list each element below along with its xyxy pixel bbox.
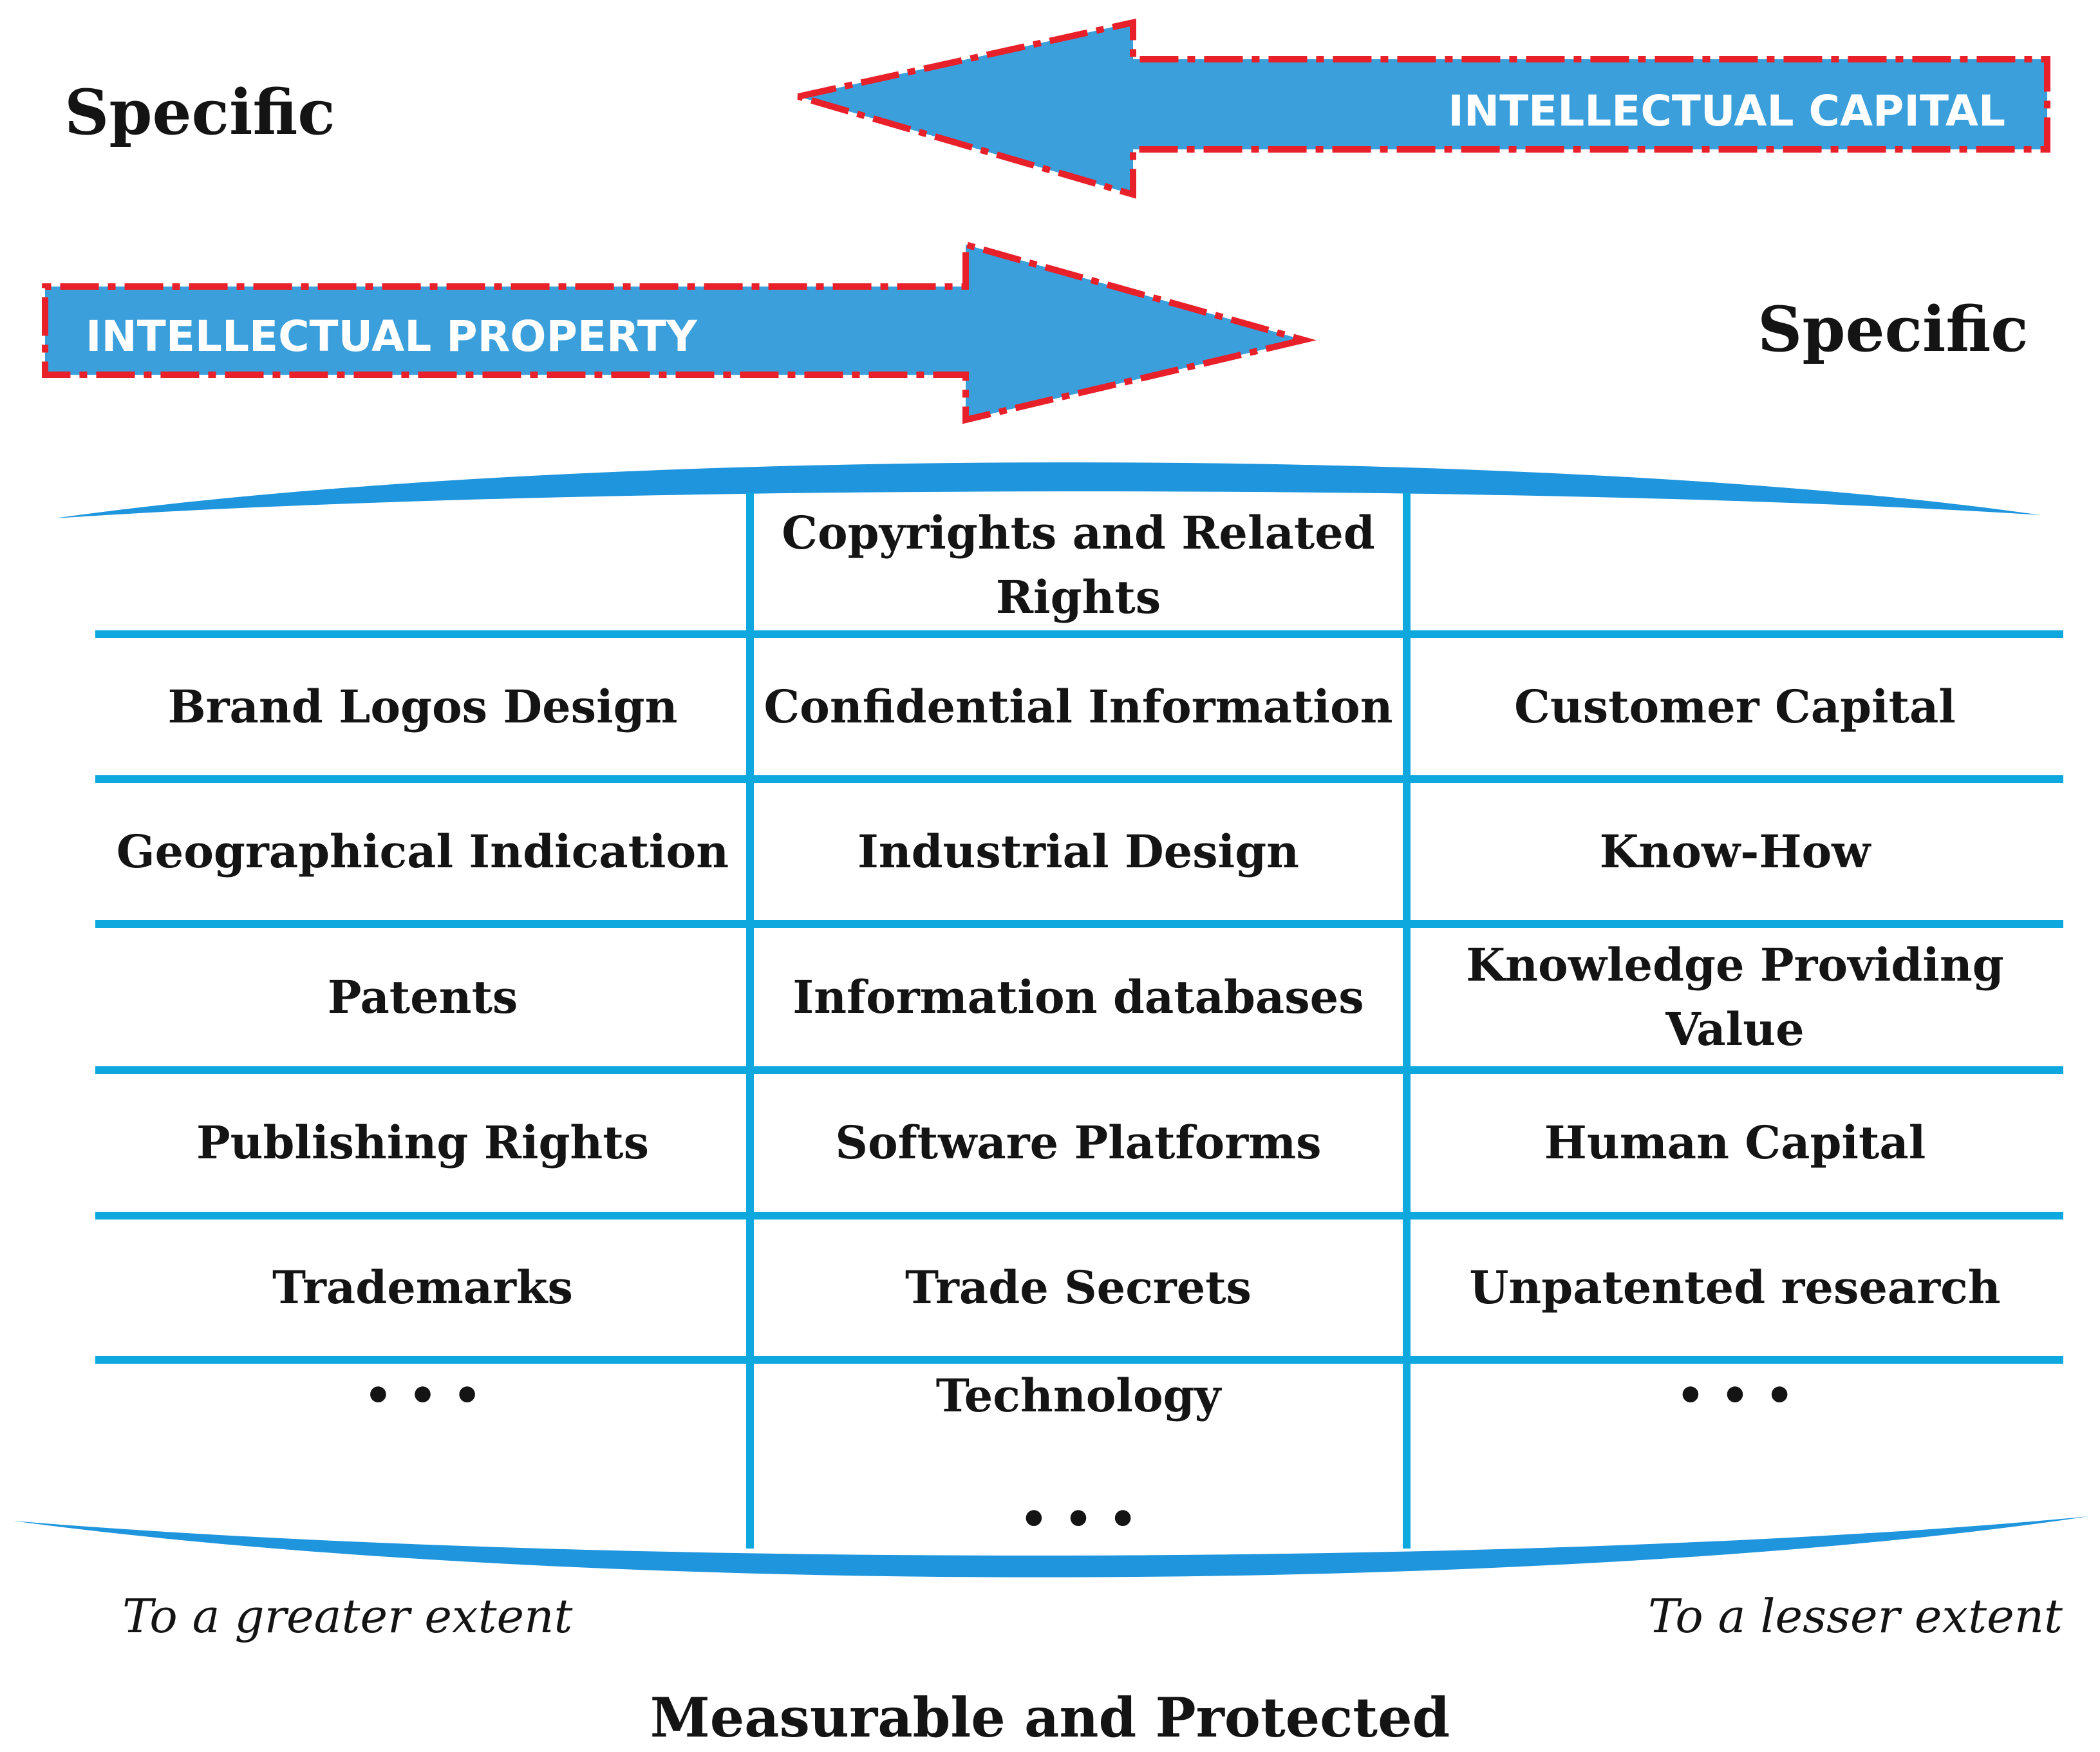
top-curved-band (55, 462, 2041, 518)
intellectual-property-arrow: INTELLECTUAL PROPERTY (42, 240, 1317, 424)
table-cell: Publishing Rights (196, 1116, 650, 1170)
intellectual-property-label: INTELLECTUAL PROPERTY (86, 312, 698, 361)
table-cell: Trade Secrets (905, 1261, 1252, 1315)
table-cell: Knowledge Providing Value (1466, 938, 2004, 1056)
table-cell: Know-How (1599, 824, 1871, 878)
lesser-extent-label: To a lesser extent (1648, 1589, 2063, 1643)
specific-left-label: Specific (64, 76, 335, 149)
intellectual-capital-arrow: INTELLECTUAL CAPITAL (797, 18, 2050, 199)
table-cell: Unpatented research (1469, 1261, 2001, 1315)
table-cell: • • • (364, 1369, 482, 1422)
measurable-protected-title: Measurable and Protected (650, 1686, 1450, 1749)
table-cell: Technology (935, 1369, 1221, 1422)
table-grid (95, 493, 2063, 1549)
table-cell: Geographical Indication (116, 824, 729, 878)
table-cell: Human Capital (1544, 1116, 1926, 1170)
table-cell: • • • (1676, 1369, 1794, 1422)
greater-extent-label: To a greater extent (122, 1589, 573, 1643)
table-cell: Patents (327, 970, 518, 1024)
table-cell: Information databases (792, 970, 1364, 1024)
table-trailing-ellipsis: • • • (1019, 1493, 1138, 1547)
table-cell: Copyrights and Related Rights (782, 506, 1375, 624)
table-cell: Software Platforms (835, 1116, 1322, 1170)
table-cell: Confidential Information (764, 679, 1393, 733)
bottom-curved-band (13, 1516, 2089, 1578)
table-cell: Brand Logos Design (167, 679, 678, 733)
table-cell: Trademarks (272, 1261, 573, 1315)
intellectual-capital-label: INTELLECTUAL CAPITAL (1448, 86, 2005, 136)
specific-right-label: Specific (1758, 293, 2029, 366)
table-cell: Customer Capital (1514, 679, 1956, 733)
table-cell (1407, 496, 2063, 634)
table-cell: Industrial Design (857, 824, 1300, 878)
table-cell (95, 496, 750, 634)
